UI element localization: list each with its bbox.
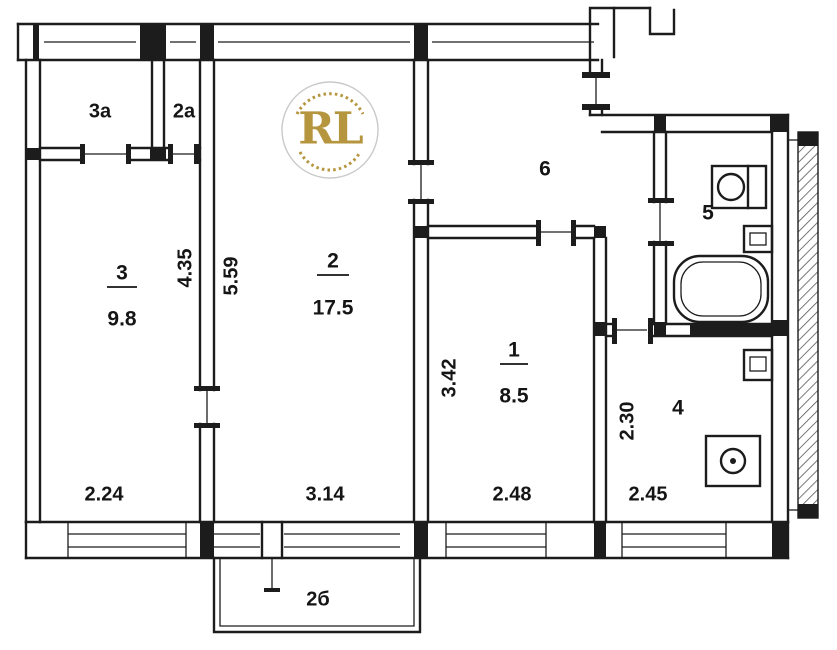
wall-room1-right [592,236,608,524]
dim-room1-width: 2.48 [493,483,532,505]
dim-room3-depth: 4.35 [174,249,196,288]
wall-hall-room1 [414,220,606,246]
dim-room2-width: 3.14 [306,483,346,505]
closet-partition-wall [150,58,166,150]
room-area-1: 8.5 [499,385,529,408]
wall-room2-hall [408,58,434,524]
entry-door [582,58,610,117]
wall-bathroom [648,130,674,336]
dim-room2-depth: 5.59 [220,257,242,296]
dim-room1-depth: 3.42 [438,359,460,398]
room-label-2: 2 [327,250,339,273]
door-bathroom [648,198,674,246]
door-kitchen [612,318,653,344]
door-room3-room2 [194,386,220,428]
kitchen-wall-fixture-icon [742,348,774,382]
bathtub-icon [672,254,770,324]
closet-front-wall [38,144,202,164]
room-label-6: 6 [539,158,551,181]
room-area-2: 17.5 [313,297,354,320]
upper-right-wall [588,113,790,134]
room-area-3: 9.8 [107,308,137,331]
room-label-3a: 3а [89,100,112,122]
washbasin-icon [742,224,774,254]
balcony-door [260,520,284,592]
balcony-outline [212,556,422,634]
kitchen-sink-icon [704,434,762,488]
wall-kitchen [604,318,774,344]
bottom-window-wall [24,520,790,592]
room-label-1: 1 [508,339,520,362]
room-label-3: 3 [116,262,128,285]
door-room1 [536,220,576,246]
top-exterior-wall [16,22,600,62]
left-exterior-wall [24,58,42,524]
closet-2a-door [168,144,199,164]
toilet-icon [710,164,768,210]
agency-logo: RL [281,81,379,179]
logo-arc-text-bottom [298,151,362,172]
closet-3a-door [80,144,131,164]
logo-arc-text-top [295,92,365,115]
dim-room4-width: 2.45 [629,483,668,505]
room-label-4: 4 [672,397,684,420]
logo-monogram: RL [298,104,363,155]
wall-room3-room2 [194,58,220,524]
room-label-balcony: 2б [306,588,329,610]
dim-room3-width: 2.24 [85,483,125,505]
door-room2 [408,160,434,204]
stairwell-outline [588,6,676,62]
dim-room4-depth: 2.30 [616,402,638,441]
adjacent-building-wall [788,131,819,519]
room-label-2a: 2а [173,100,196,122]
room-label-5: 5 [702,202,714,225]
